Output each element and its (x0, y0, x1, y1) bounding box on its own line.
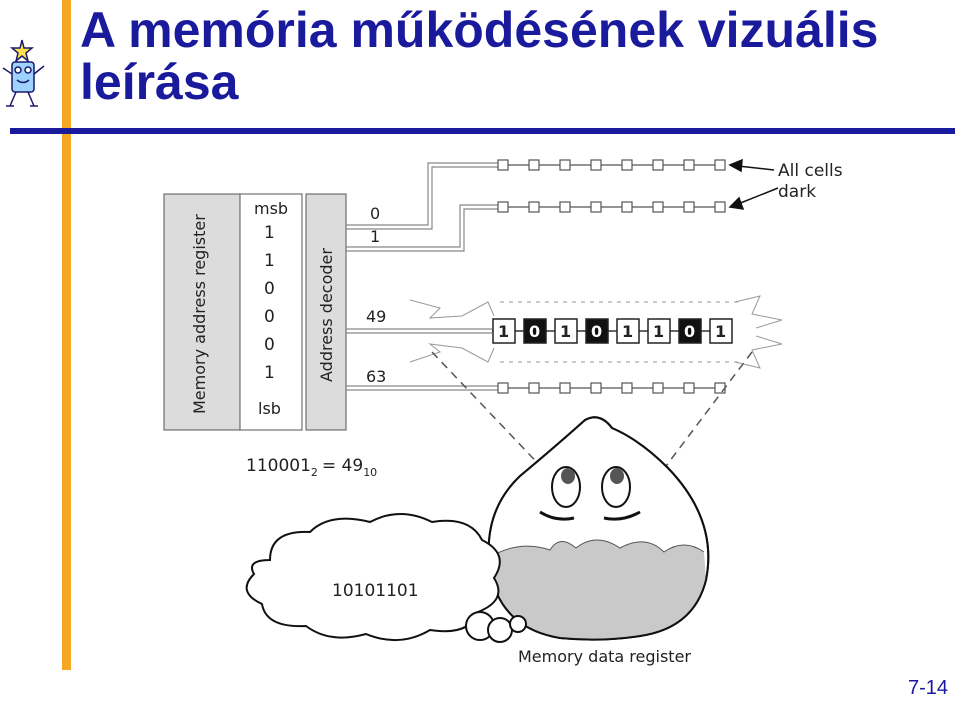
lsb-label: lsb (258, 399, 281, 418)
dark-cell-row (497, 159, 726, 171)
svg-text:1: 1 (560, 322, 571, 341)
selected-cell: 1 (554, 318, 578, 344)
selected-cell: 0 (523, 318, 547, 344)
svg-text:0: 0 (591, 322, 602, 341)
thought-bubble (245, 513, 527, 643)
dark-cell-row (497, 201, 726, 213)
annotation-text: dark (778, 182, 816, 202)
selected-cell: 1 (492, 318, 516, 344)
conversion-equation: 1100012= 4910 (246, 456, 377, 479)
title-underline (10, 128, 955, 134)
decoder-output-label: 0 (370, 204, 380, 223)
dark-cell-row (497, 382, 726, 394)
robot-mascot-icon (2, 39, 45, 107)
address-lines (346, 162, 500, 391)
svg-text:1: 1 (653, 322, 664, 341)
selected-cell: 1 (647, 318, 671, 344)
address-bit: 0 (264, 307, 275, 327)
decoder-output-label: 49 (366, 307, 386, 326)
svg-text:0: 0 (529, 322, 540, 341)
decoder-box (305, 193, 347, 431)
address-bit: 1 (264, 223, 275, 243)
selected-cell: 0 (585, 318, 609, 344)
mdr-head (487, 416, 710, 641)
mdr-connector (431, 351, 753, 475)
annotation-text: All cells (778, 161, 843, 181)
mar-box (163, 193, 243, 431)
address-bit: 0 (264, 335, 275, 355)
svg-text:1: 1 (622, 322, 633, 341)
selected-cell: 1 (616, 318, 640, 344)
selected-row-glow (409, 295, 783, 369)
annotation-arrow (728, 158, 779, 210)
thought-value: 10101101 (332, 581, 419, 601)
mar-bit-column (239, 193, 303, 431)
address-bit: 1 (264, 363, 275, 383)
address-bit: 1 (264, 251, 275, 271)
svg-text:0: 0 (684, 322, 695, 341)
left-accent-bar (62, 0, 71, 670)
selected-cell: 0 (678, 318, 702, 344)
decoder-label: Address decoder (317, 248, 336, 382)
address-bit: 0 (264, 279, 275, 299)
slide-title: A memória működésének vizuális leírása (80, 2, 879, 110)
msb-label: msb (254, 199, 288, 218)
page-number: 7-14 (907, 677, 948, 699)
selected-cell: 1 (709, 318, 733, 344)
mar-label: Memory address register (190, 214, 209, 414)
svg-text:1: 1 (498, 322, 509, 341)
decoder-output-label: 63 (366, 367, 386, 386)
decoder-output-label: 1 (370, 227, 380, 246)
svg-text:1: 1 (715, 322, 726, 341)
mdr-label: Memory data register (518, 647, 691, 666)
